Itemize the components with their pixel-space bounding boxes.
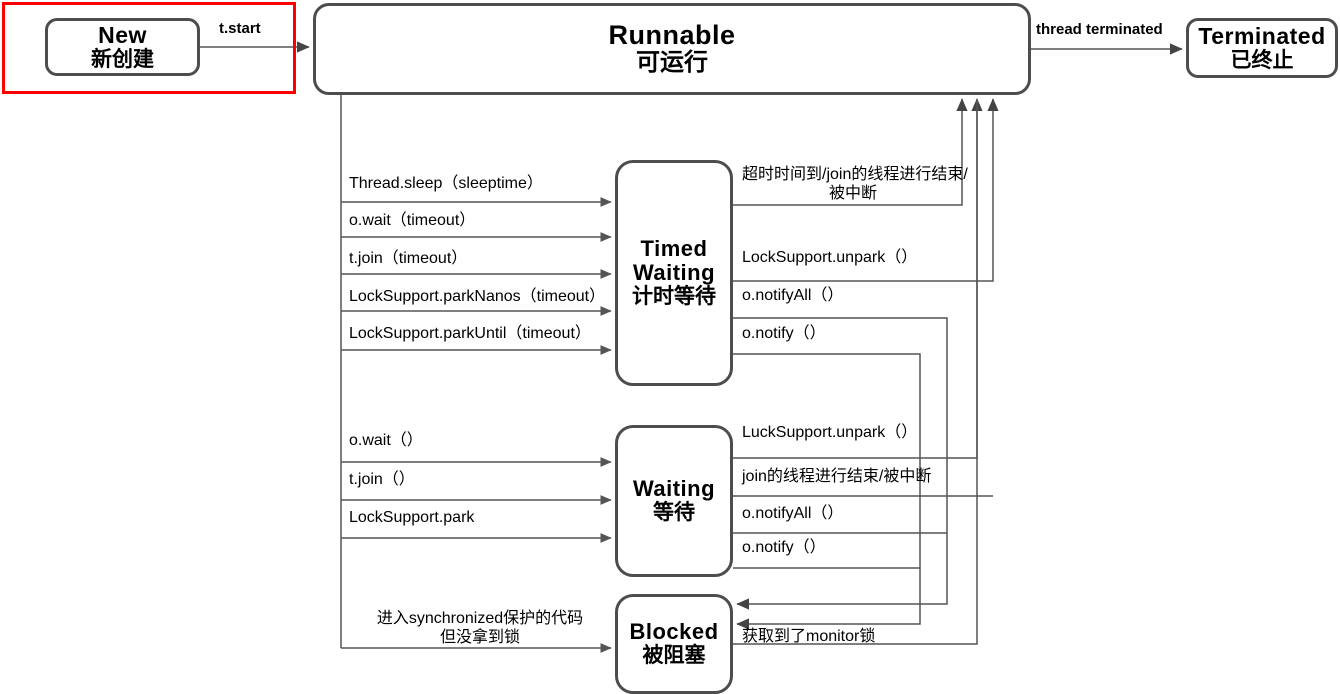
edge-label-thread-terminated: thread terminated [1036, 21, 1163, 38]
state-waiting-label-cn: 等待 [653, 501, 695, 525]
edge-label-notify-waiting: o.notify（） [742, 539, 826, 556]
state-blocked-label-cn: 被阻塞 [642, 644, 706, 668]
edge-label-locksupport-unpark-timed: LockSupport.unpark（） [742, 249, 918, 266]
edge-label-park-nanos: LockSupport.parkNanos（timeout） [349, 288, 606, 305]
edge-label-t-start: t.start [219, 20, 261, 37]
edge-label-enter-synchronized: 进入synchronized保护的代码 但没拿到锁 [376, 610, 584, 646]
edge-label-notify-timed: o.notify（） [742, 325, 826, 342]
state-box-new[interactable]: New 新创建 [45, 18, 200, 76]
edge-label-timeout-or-join-end: 超时时间到/join的线程进行结束/ 被中断 [742, 166, 968, 202]
edge-label-o-wait: o.wait（） [349, 432, 423, 449]
edge-label-t-join: t.join（） [349, 471, 415, 488]
edge-label-notifyall-timed: o.notifyAll（） [742, 287, 844, 304]
state-box-timed-waiting[interactable]: Timed Waiting 计时等待 [615, 160, 733, 386]
state-runnable-label-cn: 可运行 [636, 49, 708, 77]
state-timed-waiting-label-cn: 计时等待 [632, 284, 716, 308]
state-new-label-cn: 新创建 [91, 47, 154, 71]
edge-label-o-wait-timeout: o.wait（timeout） [349, 212, 476, 229]
state-terminated-label-en: Terminated [1198, 22, 1326, 49]
state-waiting-label-en: Waiting [632, 476, 716, 502]
state-box-waiting[interactable]: Waiting 等待 [615, 425, 733, 577]
edge-label-lucksupport-unpark: LuckSupport.unpark（） [742, 424, 918, 441]
edge-label-locksupport-park: LockSupport.park [349, 509, 475, 526]
state-box-blocked[interactable]: Blocked 被阻塞 [615, 594, 733, 694]
state-timed-waiting-label-en-1: Timed [640, 236, 708, 262]
state-timed-waiting-label-en-2: Waiting [632, 260, 716, 286]
edge-label-park-until: LockSupport.parkUntil（timeout） [349, 325, 591, 342]
state-runnable-label-en: Runnable [608, 19, 736, 50]
state-box-runnable[interactable]: Runnable 可运行 [313, 3, 1031, 95]
edge-label-t-join-timeout: t.join（timeout） [349, 250, 468, 267]
edge-label-join-end-interrupted: join的线程进行结束/被中断 [742, 468, 932, 485]
highlight-rectangle-new-state [2, 2, 296, 94]
state-blocked-label-en: Blocked [629, 619, 719, 645]
edge-label-acquired-monitor-lock: 获取到了monitor锁 [742, 628, 876, 645]
state-box-terminated[interactable]: Terminated 已终止 [1186, 18, 1338, 78]
state-terminated-label-cn: 已终止 [1230, 48, 1294, 72]
edge-label-thread-sleep: Thread.sleep（sleeptime） [349, 175, 543, 192]
state-new-label-en: New [98, 21, 147, 48]
edge-label-notifyall-waiting: o.notifyAll（） [742, 505, 844, 522]
